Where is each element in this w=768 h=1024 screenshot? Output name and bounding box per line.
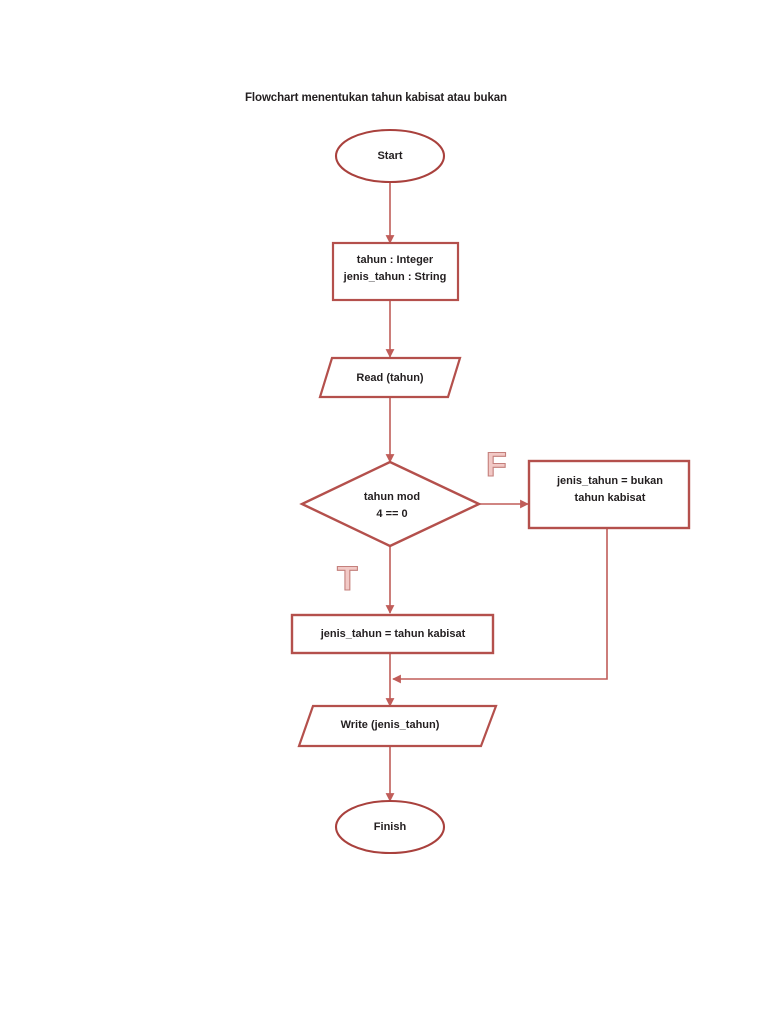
page-title: Flowchart menentukan tahun kabisat atau … (245, 92, 507, 104)
connector-false-to-merge (392, 528, 608, 684)
node-declare[interactable] (331, 241, 460, 302)
node-true-branch[interactable] (290, 613, 495, 655)
node-write[interactable] (297, 704, 498, 748)
connector-group (385, 182, 608, 802)
node-finish[interactable] (334, 799, 446, 855)
node-read[interactable] (318, 356, 462, 399)
node-decision[interactable] (299, 460, 482, 548)
node-start[interactable] (334, 128, 446, 184)
node-false-branch[interactable] (527, 459, 691, 530)
